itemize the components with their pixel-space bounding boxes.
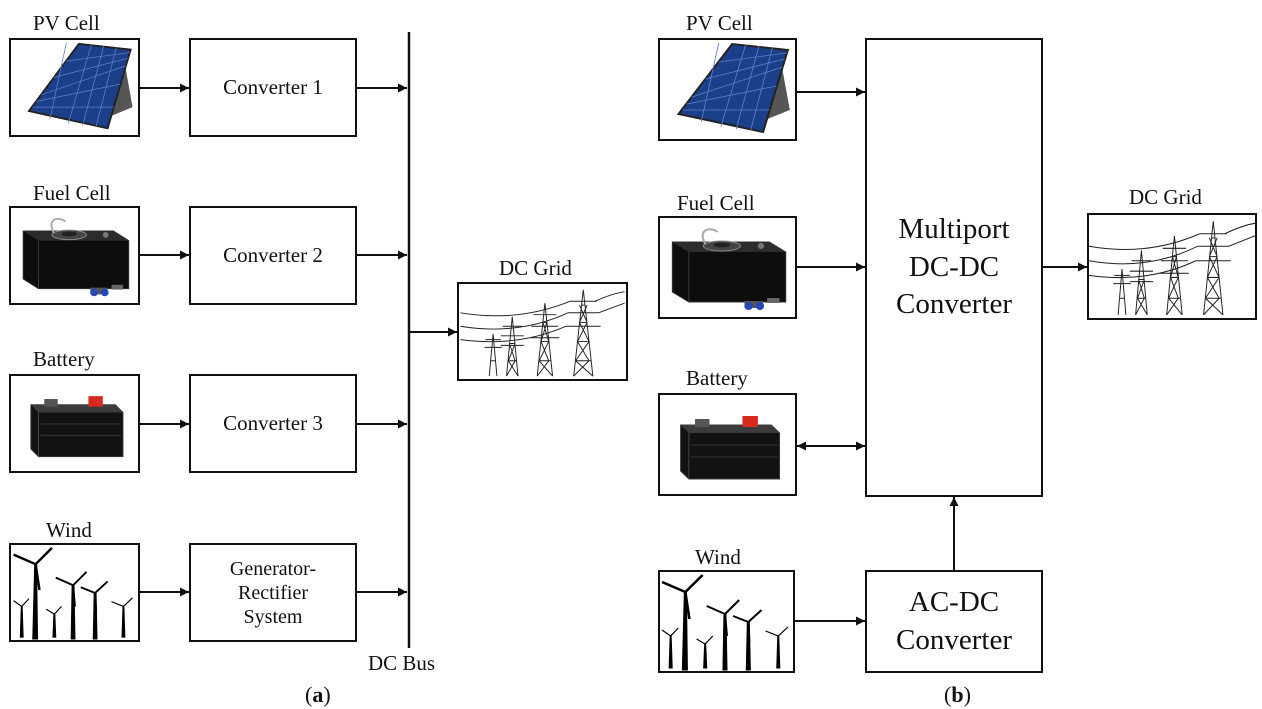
fuel-cell-box-b [658, 216, 797, 319]
battery-icon [30, 396, 124, 458]
panel-b-caption: (b) [944, 682, 971, 707]
solar-panel-icon [27, 42, 133, 130]
fuel-cell-label-b: Fuel Cell [677, 191, 755, 215]
battery-label-a: Battery [33, 347, 95, 371]
pv-cell-label-a: PV Cell [33, 11, 100, 35]
wind-label-b: Wind [695, 545, 741, 569]
battery-icon [680, 416, 781, 480]
wind-box-a [9, 543, 140, 642]
fuel-cell-tank-icon [671, 228, 787, 310]
solar-panel-icon [676, 42, 790, 134]
dc-grid-label-b: DC Grid [1129, 185, 1202, 209]
panel-a-caption: (a) [305, 682, 331, 707]
dc-grid-label-a: DC Grid [499, 256, 572, 280]
fuel-cell-label-a: Fuel Cell [33, 181, 111, 205]
battery-box-b [658, 393, 797, 496]
wind-box-b [658, 570, 795, 673]
pv-cell-box-b [658, 38, 797, 141]
converter-2-box: Converter 2 [189, 206, 357, 305]
dc-bus-label: DC Bus [368, 651, 436, 675]
pv-cell-label-b: PV Cell [686, 11, 753, 35]
power-pylons-icon [460, 289, 625, 377]
fuel-cell-box-a [9, 206, 140, 305]
power-pylons-icon [1089, 221, 1255, 316]
generator-rectifier-box: Generator- Rectifier System [189, 543, 357, 642]
converter-3-box: Converter 3 [189, 374, 357, 473]
wind-label-a: Wind [46, 518, 92, 542]
pv-cell-box-a [9, 38, 140, 137]
wind-turbines-icon [661, 574, 789, 671]
battery-box-a [9, 374, 140, 473]
fuel-cell-tank-icon [22, 217, 130, 297]
converter-1-box: Converter 1 [189, 38, 357, 137]
battery-label-b: Battery [686, 366, 748, 390]
panel-b-caption-letter: b [951, 682, 964, 707]
panel-a-caption-letter: a [312, 682, 324, 707]
wind-turbines-icon [13, 547, 133, 640]
dc-grid-box-b [1087, 213, 1257, 320]
dc-grid-box-a [457, 282, 628, 381]
multiport-dc-dc-converter-box: Multiport DC-DC Converter [865, 38, 1043, 497]
ac-dc-converter-box: AC-DC Converter [865, 570, 1043, 673]
